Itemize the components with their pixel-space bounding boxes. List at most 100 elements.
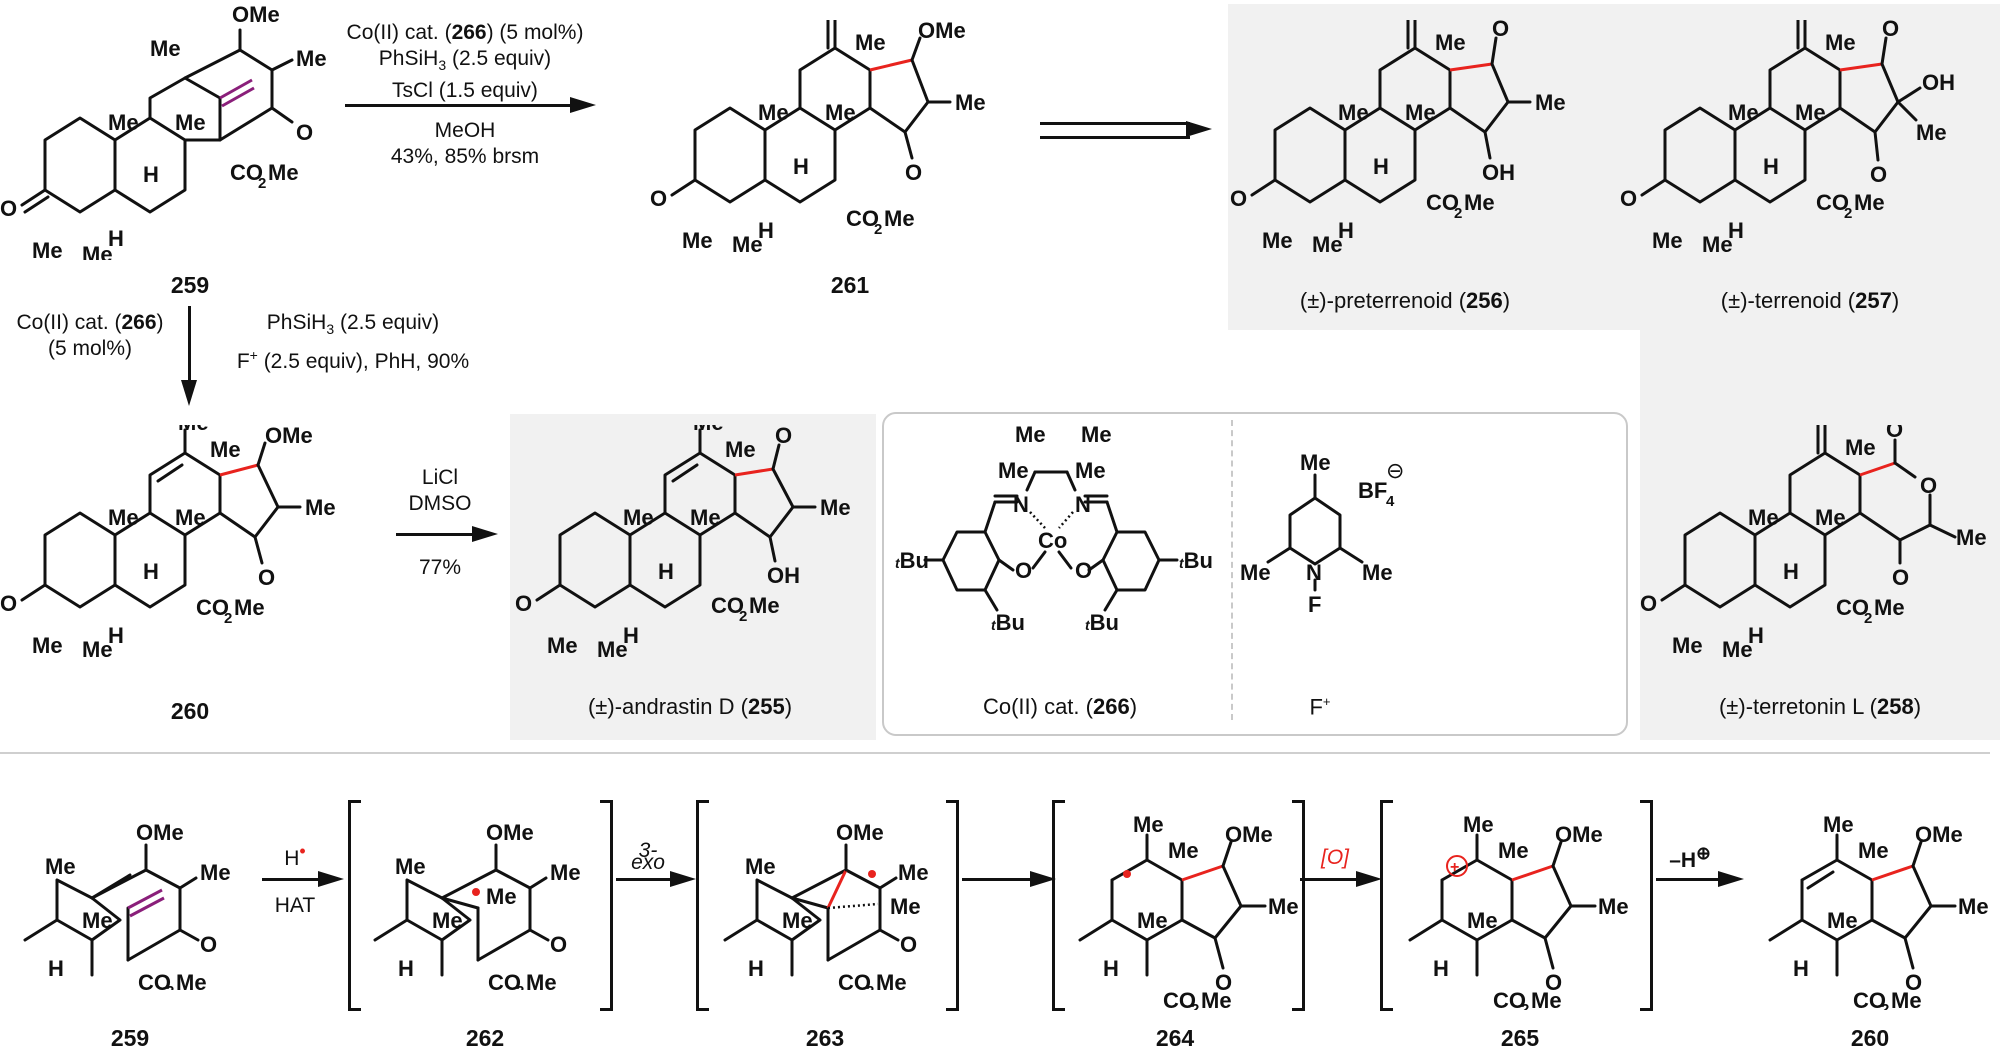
svg-text:Me: Me	[898, 860, 929, 885]
mechanism-arrow-2-above: 3-	[638, 839, 658, 862]
svg-text:H: H	[1728, 218, 1744, 243]
svg-text:2: 2	[1521, 1001, 1529, 1010]
svg-text:Me: Me	[305, 495, 336, 520]
svg-text:Me: Me	[200, 860, 231, 885]
svg-text:Me: Me	[1956, 525, 1987, 550]
bracket-right	[600, 800, 613, 1011]
mechanism-number-265: 265	[1500, 1025, 1540, 1051]
svg-text:Me: Me	[1498, 838, 1529, 863]
svg-text:+: +	[1450, 859, 1459, 876]
svg-text:O: O	[1545, 970, 1562, 995]
svg-text:Me: Me	[1435, 30, 1466, 55]
compound-number-259: 259	[170, 272, 210, 298]
structure-256: O Me Me OH Me Me CO 2 Me H H O Me Me	[1230, 20, 1566, 257]
svg-text:Me: Me	[782, 908, 813, 933]
svg-text:2: 2	[1191, 1001, 1199, 1010]
svg-text:Me: Me	[1262, 228, 1293, 253]
svg-text:Me: Me	[758, 100, 789, 125]
svg-text:O: O	[1905, 970, 1922, 995]
svg-text:H: H	[793, 154, 809, 179]
svg-text:2: 2	[739, 608, 747, 625]
svg-text:2: 2	[258, 175, 266, 192]
svg-text:OMe: OMe	[265, 425, 313, 448]
mechanism-number-260: 260	[1850, 1025, 1890, 1051]
svg-text:Me: Me	[1268, 894, 1299, 919]
svg-text:2: 2	[1454, 205, 1462, 222]
compound-name-257: (±)-terrenoid (257)	[1720, 288, 1900, 313]
svg-text:Me: Me	[1916, 120, 1947, 145]
multistep-arrow-line-2	[1040, 136, 1190, 139]
svg-text:O: O	[1882, 20, 1899, 41]
svg-text:Me: Me	[150, 36, 181, 61]
svg-text:Me: Me	[623, 505, 654, 530]
svg-text:Me: Me	[1464, 190, 1495, 215]
svg-text:⊖: ⊖	[1386, 458, 1404, 483]
bracket-right	[946, 800, 959, 1011]
svg-text:Me: Me	[1312, 232, 1343, 257]
svg-text:CO: CO	[1163, 988, 1196, 1010]
svg-text:O: O	[650, 186, 667, 211]
compound-name-258: (±)-terretonin L (258)	[1718, 694, 1922, 719]
svg-text:Me: Me	[1827, 908, 1858, 933]
svg-text:Me: Me	[1201, 988, 1232, 1010]
svg-text:O: O	[550, 932, 567, 957]
structure-259: OMe Me Me O Me Me CO 2 Me H H O Me Me	[0, 2, 327, 260]
svg-text:Me: Me	[1467, 908, 1498, 933]
svg-text:CO: CO	[1493, 988, 1526, 1010]
bracket-left	[1380, 800, 1393, 1011]
mechanism-arrow-3	[962, 878, 1034, 881]
svg-text:Me: Me	[1081, 422, 1112, 447]
mechanism-structure-264: Me Me OMe Me O Me CO 2 Me H	[1078, 812, 1299, 1010]
svg-text:Me: Me	[725, 437, 756, 462]
mechanism-number-262: 262	[465, 1025, 505, 1051]
svg-text:Me: Me	[108, 505, 139, 530]
arrow-head	[181, 380, 197, 406]
svg-text:O: O	[1640, 591, 1657, 616]
svg-text:OMe: OMe	[918, 20, 966, 43]
svg-text:Me: Me	[1854, 190, 1885, 215]
compound-name-266: Co(II) cat. (266)	[982, 694, 1138, 719]
svg-text:O: O	[296, 120, 313, 145]
svg-text:H: H	[1103, 956, 1119, 981]
svg-text:CO: CO	[1816, 190, 1849, 215]
bracket-right	[1640, 800, 1653, 1011]
svg-text:Me: Me	[175, 505, 206, 530]
svg-text:Me: Me	[1858, 838, 1889, 863]
svg-text:CO: CO	[846, 206, 879, 231]
svg-text:CO: CO	[1836, 595, 1869, 620]
svg-text:O: O	[1870, 162, 1887, 187]
svg-text:2: 2	[1864, 610, 1872, 627]
svg-text:tBu: tBu	[991, 610, 1025, 635]
svg-text:H: H	[108, 226, 124, 251]
svg-text:Me: Me	[210, 437, 241, 462]
svg-text:CO: CO	[488, 970, 521, 990]
compound-name-255: (±)-andrastin D (255)	[587, 694, 793, 719]
down-reaction-arrow	[188, 306, 191, 386]
svg-text:Me: Me	[825, 100, 856, 125]
svg-text:F: F	[1308, 592, 1321, 617]
svg-text:H: H	[398, 956, 414, 981]
svg-text:Me: Me	[268, 160, 299, 185]
mechanism-arrow-1	[262, 878, 322, 881]
arrow-head	[1356, 871, 1382, 887]
structure-fplus: Me BF 4 ⊖ Me N Me F	[1240, 450, 1404, 617]
svg-text:Me: Me	[1825, 30, 1856, 55]
svg-text:N: N	[1075, 492, 1091, 517]
svg-text:O: O	[1230, 186, 1247, 211]
svg-text:Me: Me	[1405, 100, 1436, 125]
svg-text:O: O	[900, 932, 917, 957]
svg-text:OH: OH	[767, 563, 800, 588]
svg-text:H: H	[1793, 956, 1809, 981]
svg-text:OH: OH	[1922, 70, 1955, 95]
arrow-head	[670, 871, 696, 887]
svg-text:Me: Me	[1075, 458, 1106, 483]
svg-text:O: O	[775, 425, 792, 448]
svg-text:Me: Me	[486, 884, 517, 909]
svg-text:Me: Me	[1795, 100, 1826, 125]
svg-text:Me: Me	[108, 110, 139, 135]
svg-text:Me: Me	[1598, 894, 1629, 919]
svg-text:2: 2	[866, 983, 874, 990]
svg-text:Me: Me	[175, 110, 206, 135]
structure-260: Me OMe Me Me O Me Me CO 2 Me H H O Me Me	[0, 425, 336, 662]
compound-number-260: 260	[170, 698, 210, 724]
